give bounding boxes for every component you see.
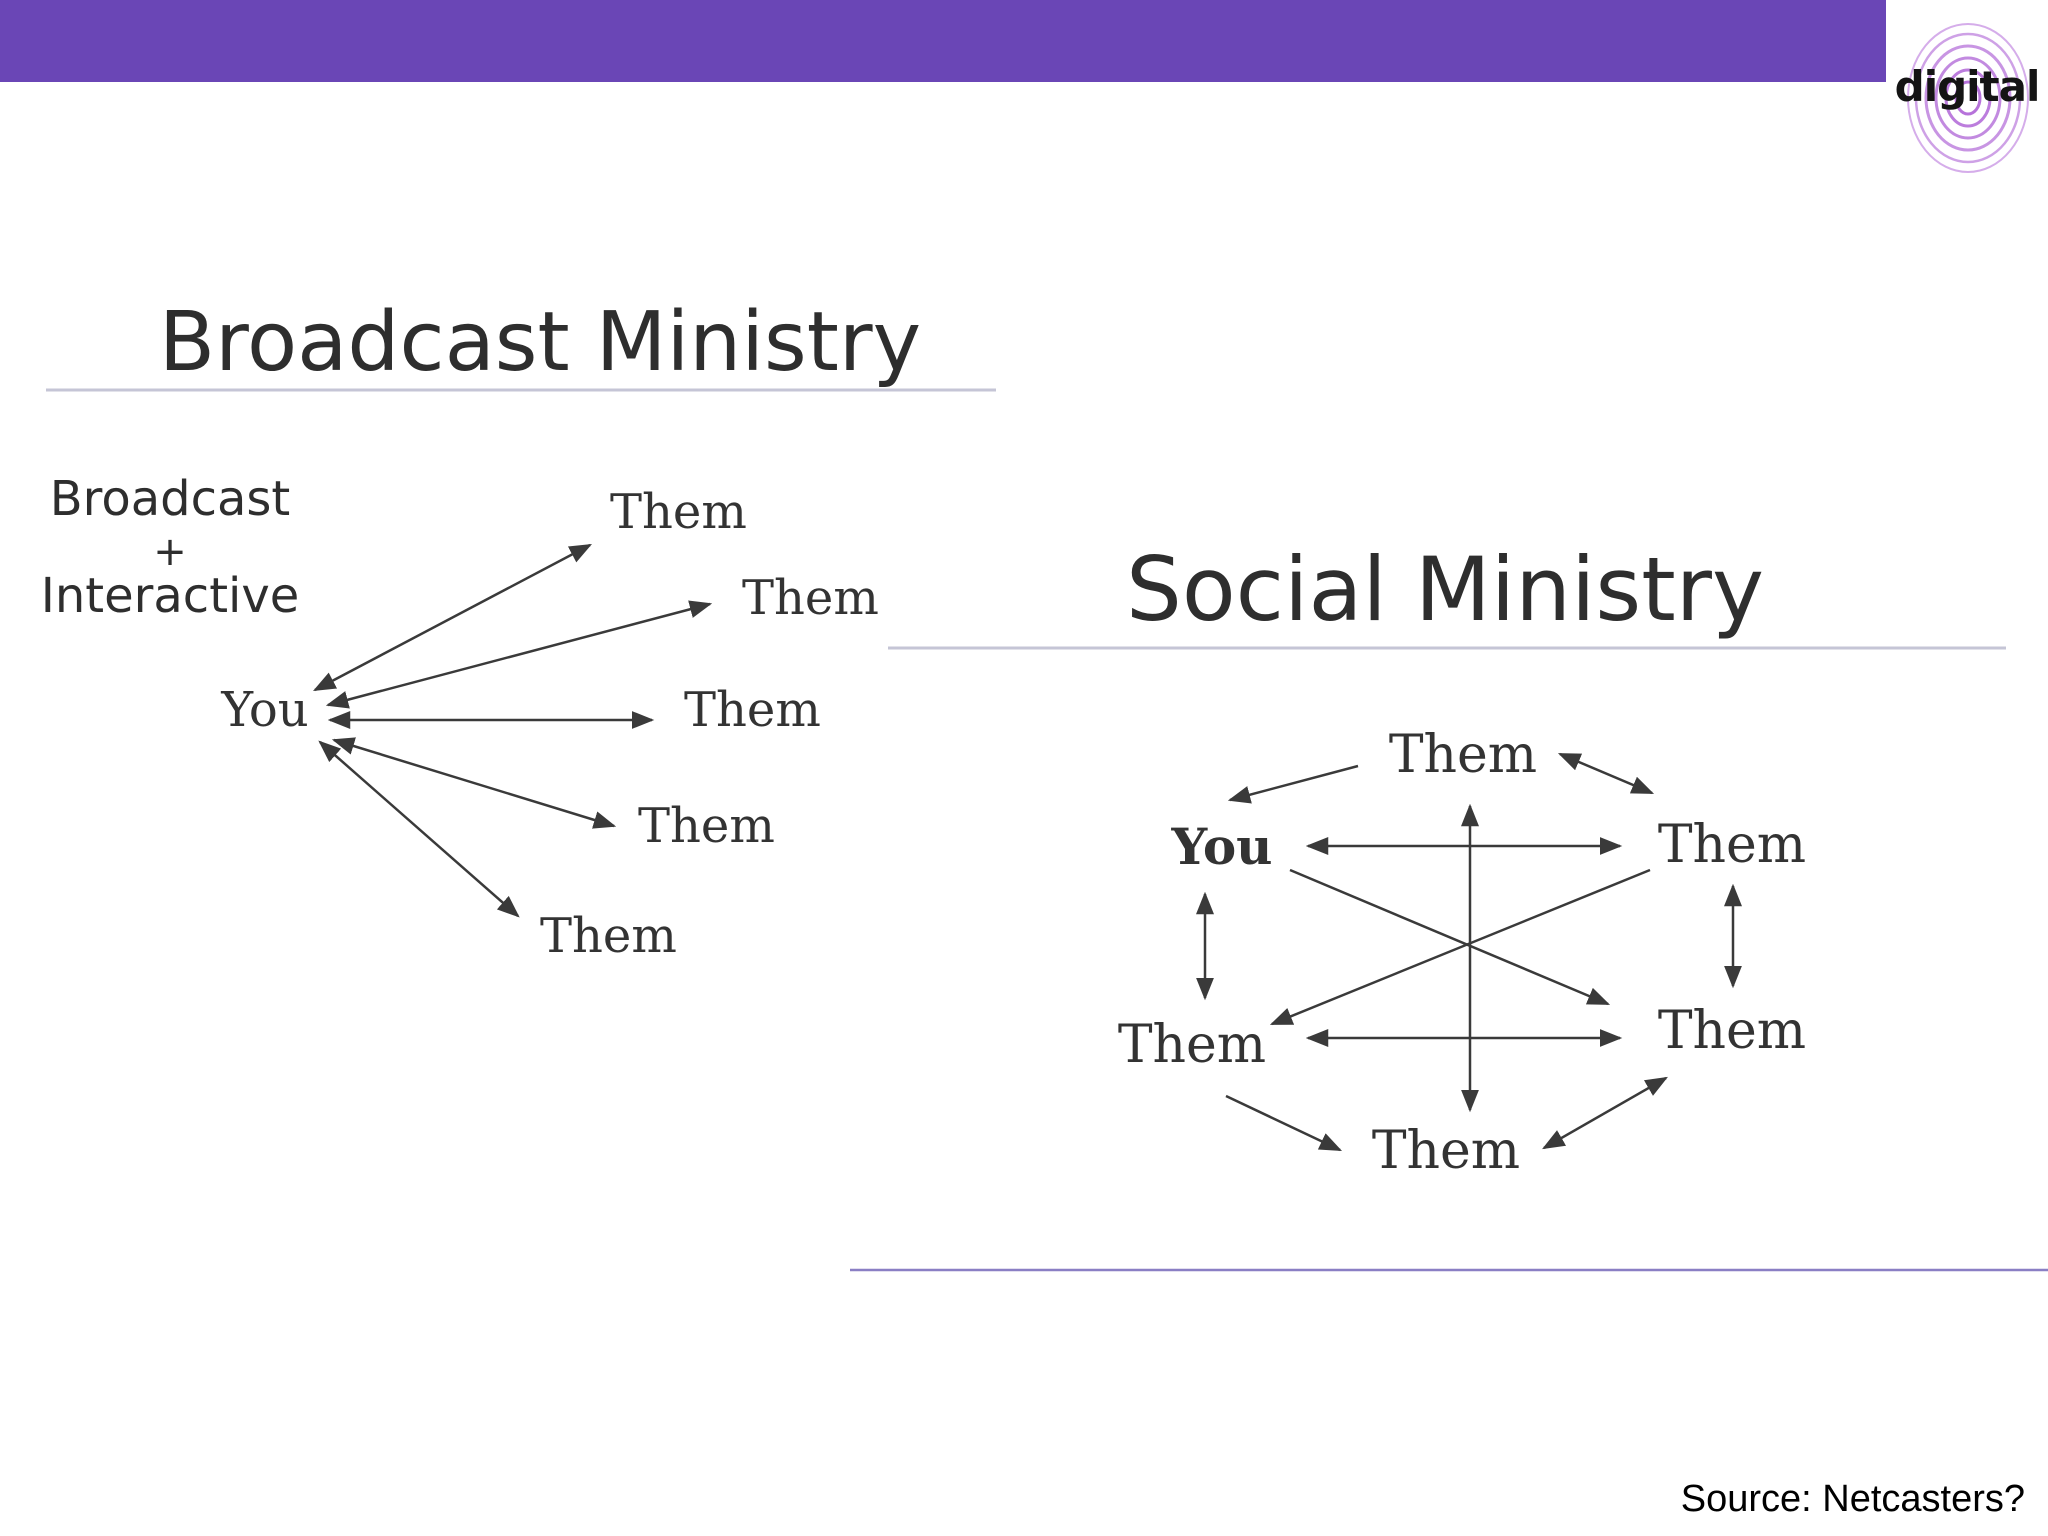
social-them-top: Them	[1389, 725, 1537, 785]
fingerprint-icon	[1907, 23, 2029, 173]
broadcast-caption-line2: Interactive	[41, 568, 300, 624]
broadcast-them-node-1: Them	[610, 484, 747, 540]
social-them-upper-right: Them	[1658, 815, 1806, 875]
social-them-lower-left: Them	[1118, 1015, 1266, 1075]
broadcast-arrows	[313, 543, 713, 918]
digital-logo: digital	[1886, 0, 2048, 180]
broadcast-them-node-4: Them	[638, 798, 775, 854]
social-arrows	[1196, 752, 1742, 1152]
broadcast-them-node-5: Them	[540, 908, 677, 964]
social-them-lower-right: Them	[1658, 1001, 1806, 1061]
social-arrow-bottom-right	[1542, 1076, 1668, 1150]
broadcast-them-node-3: Them	[684, 682, 821, 738]
social-arrow-bottom-left	[1225, 1094, 1343, 1152]
broadcast-arrow-1	[313, 543, 592, 692]
broadcast-caption-plus: +	[153, 529, 187, 575]
source-note: Source: Netcasters?	[1680, 1478, 2025, 1520]
broadcast-arrow-2	[325, 600, 713, 709]
social-arrow-diagonal-2	[1269, 868, 1651, 1026]
broadcast-caption-line1: Broadcast	[50, 471, 291, 527]
broadcast-you-node: You	[220, 682, 308, 738]
logo-wordmark: digital	[1894, 62, 2041, 111]
header-bar	[0, 0, 1886, 82]
social-arrow-top-right	[1557, 752, 1655, 795]
broadcast-title: Broadcast Ministry	[159, 295, 921, 390]
social-them-bottom: Them	[1372, 1121, 1520, 1181]
social-title: Social Ministry	[1126, 538, 1764, 641]
social-you-node: You	[1170, 817, 1272, 876]
broadcast-them-node-2: Them	[742, 570, 879, 626]
social-arrow-top-left	[1227, 764, 1359, 804]
broadcast-arrow-4	[331, 737, 617, 829]
social-arrow-diagonal-1	[1289, 868, 1611, 1006]
broadcast-arrow-5	[318, 740, 520, 918]
